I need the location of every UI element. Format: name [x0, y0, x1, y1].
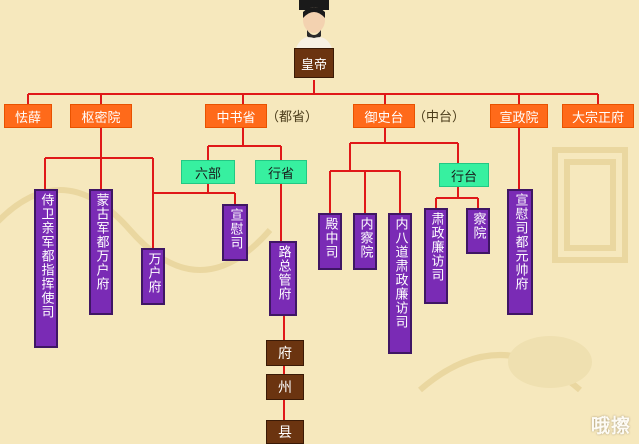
local-zhou: 州	[266, 374, 304, 400]
org-luzongguanfu: 路总管府	[269, 241, 297, 316]
org-neichayuan: 内察院	[353, 213, 377, 270]
seal-decoration	[508, 336, 592, 388]
org-xuanweisi: 宣慰司	[222, 204, 248, 261]
org-dianzhongsi: 殿中司	[318, 213, 342, 270]
org-chayuan: 察院	[466, 208, 490, 254]
org-zhongshusheng-note: （都省）	[266, 110, 319, 125]
local-xian: 县	[266, 420, 304, 444]
org-xuanzhengyuan: 宣政院	[490, 104, 548, 128]
org-zhongshusheng: 中书省	[205, 104, 267, 128]
org-xuanwei-yuanshuai: 宣慰司都元帅府	[507, 189, 533, 315]
org-xingsheng: 行省	[255, 160, 307, 184]
local-fu: 府	[266, 340, 304, 366]
org-libu: 六部	[181, 160, 235, 184]
org-yushitai: 御史台	[353, 104, 415, 128]
org-wanhufu: 万户府	[141, 248, 165, 305]
emperor-portrait-icon	[296, 0, 332, 48]
org-dazongzhengfu: 大宗正府	[562, 104, 634, 128]
watermark-text: 哦擦	[590, 415, 631, 437]
org-qiexue: 怯薛	[4, 104, 52, 128]
org-shiwei: 侍卫亲军都指挥使司	[34, 189, 58, 348]
org-yushitai-note: （中台）	[413, 110, 466, 125]
org-xingtai: 行台	[439, 163, 489, 187]
emperor-node: 皇帝	[290, 0, 338, 80]
org-neibadao: 内八道肃政廉访司	[388, 213, 412, 354]
emperor-label: 皇帝	[294, 48, 334, 78]
org-menggu: 蒙古军都万户府	[89, 189, 113, 315]
org-shumiyuan: 枢密院	[70, 104, 132, 128]
org-suzheng: 肃政廉访司	[424, 208, 448, 304]
